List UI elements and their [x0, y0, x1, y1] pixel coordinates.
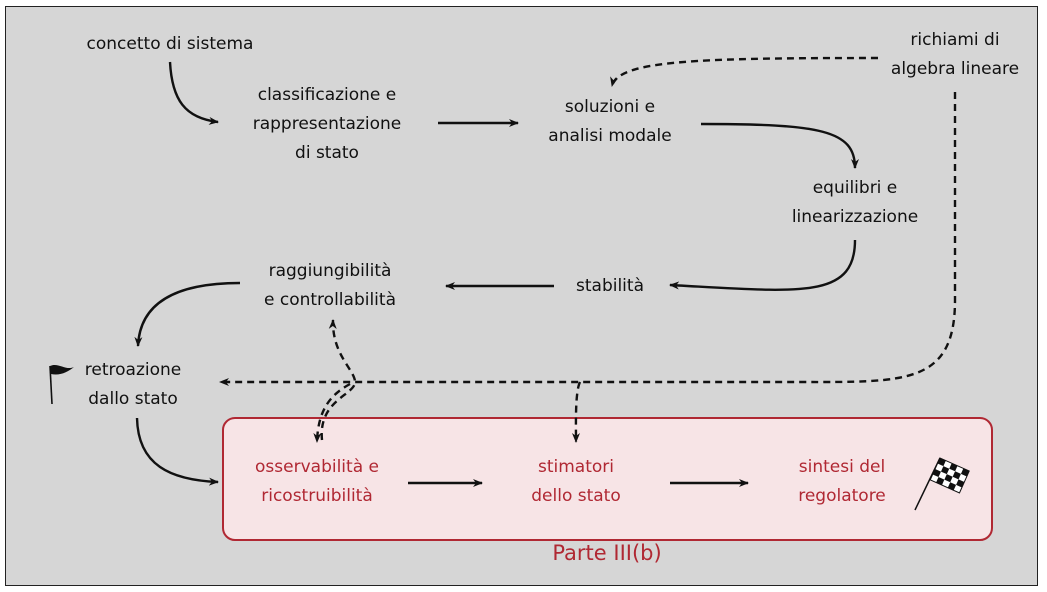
- node-line: dello stato: [531, 486, 621, 506]
- node-retroazione: retroazione dallo stato: [85, 356, 181, 414]
- node-line: equilibri e: [812, 178, 898, 198]
- arrow-stimatori-up: [571, 381, 582, 443]
- arrow-soluzioni-equilibri: [700, 122, 859, 169]
- node-sintesi: sintesi del regolatore: [798, 453, 886, 511]
- node-line: richiami di: [910, 30, 1000, 50]
- node-line: dallo stato: [88, 389, 178, 409]
- node-concetto-di-sistema: concetto di sistema: [87, 30, 254, 59]
- part-box: [222, 417, 993, 541]
- node-line: di stato: [295, 143, 359, 163]
- node-line: sintesi del: [798, 457, 886, 477]
- node-line: regolatore: [798, 486, 886, 506]
- node-soluzioni: soluzioni e analisi modale: [548, 93, 671, 151]
- node-line: osservabilità e: [255, 457, 379, 477]
- node-line: e controllabilità: [264, 290, 396, 310]
- node-stabilita: stabilità: [576, 272, 644, 301]
- node-osservabilita: osservabilità e ricostruibilità: [255, 453, 379, 511]
- arrow-retroazione-osservabilita: [135, 417, 219, 486]
- arrow-osservabilita-raggiungibilita: [320, 319, 357, 441]
- node-line: stabilità: [576, 276, 644, 296]
- checkered-flag-icon: [914, 457, 970, 511]
- node-line: algebra lineare: [890, 59, 1020, 79]
- arrow-richiami-retroazione: [219, 92, 957, 386]
- node-line: analisi modale: [548, 126, 672, 146]
- node-line: concetto di sistema: [86, 34, 254, 54]
- arrow-richiami-soluzioni: [610, 56, 879, 87]
- arrow-equilibri-stabilita: [669, 239, 857, 291]
- node-line: raggiungibilità: [268, 261, 392, 281]
- flag-icon: [49, 364, 74, 405]
- node-classificazione: classificazione e rappresentazione di st…: [253, 81, 402, 168]
- node-line: classificazione e: [257, 85, 397, 105]
- node-stimatori: stimatori dello stato: [531, 453, 621, 511]
- node-equilibri: equilibri e linearizzazione: [792, 174, 918, 232]
- node-line: linearizzazione: [791, 207, 919, 227]
- node-line: rappresentazione: [252, 114, 402, 134]
- arrow-concetto-classificazione: [168, 61, 219, 125]
- node-line: stimatori: [537, 457, 615, 477]
- node-line: ricostruibilità: [261, 486, 373, 506]
- node-line: retroazione: [84, 360, 182, 380]
- node-richiami: richiami di algebra lineare: [891, 26, 1019, 84]
- node-line: soluzioni e: [564, 97, 656, 117]
- part-label: Parte III(b): [552, 541, 662, 565]
- arrow-raggiungibilita-retroazione: [134, 281, 241, 347]
- node-raggiungibilita: raggiungibilità e controllabilità: [264, 257, 396, 315]
- arrow-raggiungibilita-osservabilita: [313, 382, 351, 443]
